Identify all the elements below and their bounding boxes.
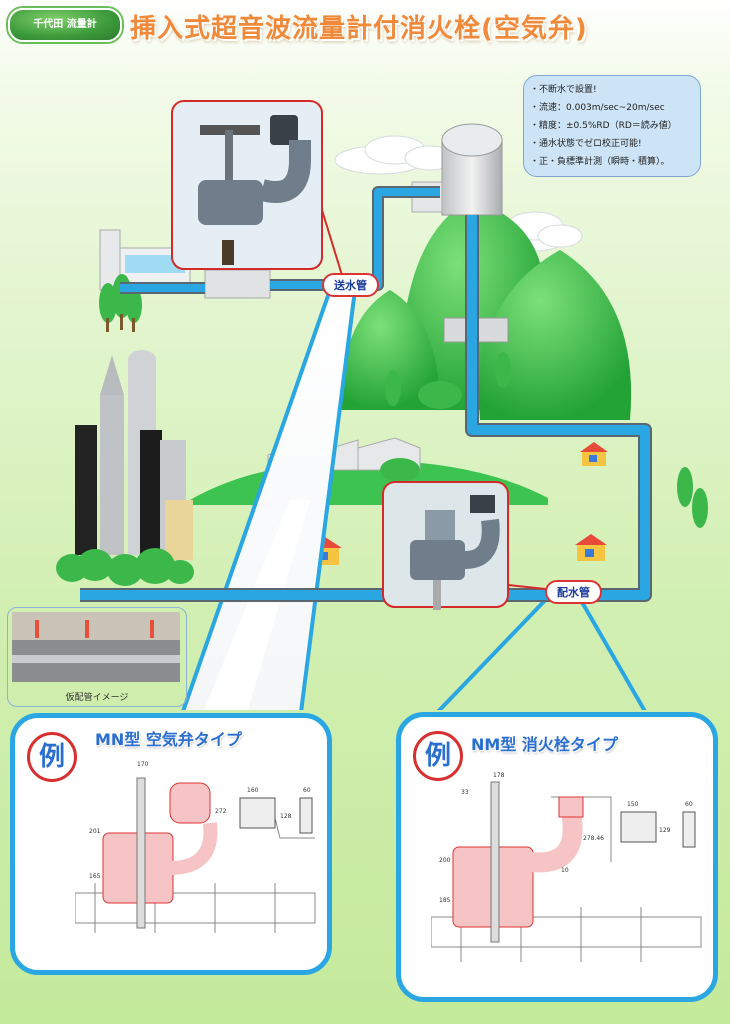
example-mark: 例 (413, 731, 463, 781)
distribution-pipe-label: 配水管 (545, 580, 602, 604)
example-mark: 例 (27, 732, 77, 782)
water-network-illustration (12, 100, 708, 710)
feature-item: ・不断水で設置! (530, 85, 597, 95)
dim-label: 272 (215, 808, 227, 815)
dim-label: 60 (685, 801, 693, 808)
dim-label: 150 (627, 801, 639, 808)
mn-type-drawing: 170 160 60 272 201 165 128 (75, 761, 316, 933)
temporary-pipe-photo (12, 612, 180, 682)
dim-label: 33 (461, 789, 469, 796)
page-title: 挿入式超音波流量計付消火栓(空気弁) (130, 14, 588, 44)
dim-label: 278.46 (583, 835, 604, 842)
dim-label: 200 (439, 857, 451, 864)
dim-label: 178 (493, 772, 505, 779)
feature-item: ・精度：±0.5%RD（RD＝読み値） (530, 121, 677, 131)
mn-type-title: MN型 空気弁タイプ (95, 730, 242, 749)
city-buildings (75, 350, 193, 560)
dim-label: 165 (89, 873, 101, 880)
feature-item: ・正・負標準計測（瞬時・積算）。 (530, 157, 670, 167)
dim-label: 10 (561, 867, 569, 874)
dim-label: 160 (247, 787, 259, 794)
nm-type-drawing: 178 150 60 33 278.46 200 129 185 10 (431, 772, 702, 962)
brand-badge: 千代田 流量計 (8, 8, 122, 42)
nm-type-title: NM型 消火栓タイプ (471, 735, 618, 754)
cloud-left (334, 135, 456, 175)
air-valve-photo (171, 100, 346, 286)
dim-label: 60 (303, 787, 311, 794)
dim-label: 128 (280, 813, 292, 820)
dim-label: 129 (659, 827, 671, 834)
dim-label: 201 (89, 828, 101, 835)
features-box: ・不断水で設置! ・流速：0.003m/sec~20m/sec ・精度：±0.5… (523, 75, 701, 177)
temporary-pipe-caption: 仮配管イメージ (65, 693, 129, 703)
temporary-pipe-box: 仮配管イメージ (7, 607, 187, 707)
feature-item: ・通水状態でゼロ校正可能! (530, 139, 642, 149)
supply-pipe-label: 送水管 (322, 273, 379, 297)
feature-item: ・流速：0.003m/sec~20m/sec (530, 103, 665, 113)
trees (56, 274, 708, 586)
dim-label: 170 (137, 761, 149, 768)
hydrant-photo (382, 481, 556, 610)
nm-type-panel: 例 NM型 消火栓タイプ 178 150 60 33 278.46 200 12… (396, 712, 718, 1002)
dim-label: 185 (439, 897, 451, 904)
mn-type-panel: 例 MN型 空気弁タイプ 170 160 60 272 201 165 128 (10, 713, 332, 975)
